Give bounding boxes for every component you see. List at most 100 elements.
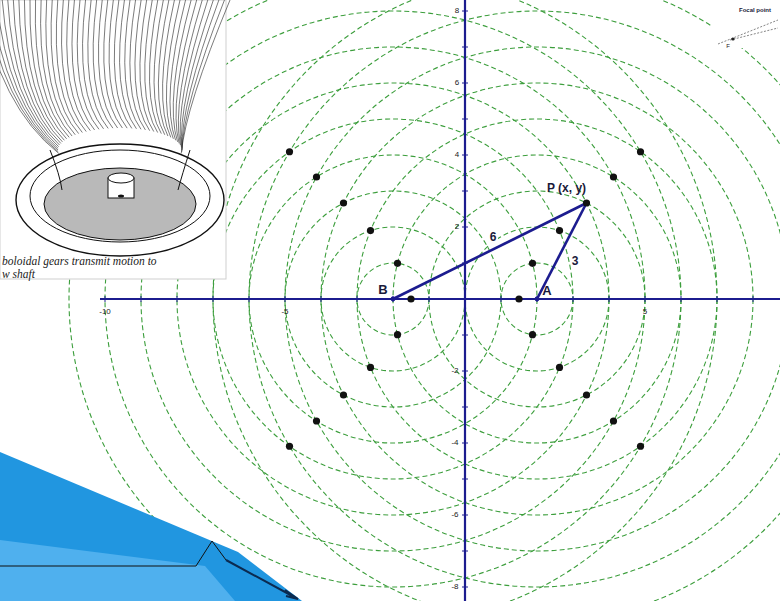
axis-tick [357,296,358,302]
hyperbola-point [286,148,293,155]
drawing-part [135,0,150,131]
distance-segment [393,203,587,299]
point-label: A [542,284,551,298]
drawing-part [46,0,75,135]
hyperbola-point [286,443,293,450]
drawing-part [182,0,219,150]
drawing-part [62,0,87,132]
axis-tick [462,551,468,552]
axis-tick [462,119,468,120]
axis-tick [645,296,646,302]
axis-tick [285,296,286,302]
axis-tick [429,296,430,302]
distance-label: 3 [572,255,579,268]
axis-number: 5 [643,308,647,317]
shaft-hub [108,173,134,183]
hyperbola-point [394,260,401,267]
inset-caption: boloidal gears transmit motion to w shaf… [2,255,161,280]
axis-tick [462,11,468,12]
hyperbola-point [556,227,563,234]
axis-tick [462,299,468,300]
hyperbola-point [637,443,644,450]
axis-number: 6 [455,79,459,88]
axis-tick [462,191,468,192]
axis-tick [249,296,250,302]
panel-arrow [226,560,298,599]
axis-number: 4 [455,151,459,160]
drawing-part [130,0,146,130]
axis-tick [462,335,468,336]
axis-tick [462,443,468,444]
hyperbola-point [583,199,590,206]
axis-tick [462,479,468,480]
drawing-part [109,0,127,128]
focal-label: Focal point [739,7,771,14]
hyperbola-point [313,417,320,424]
axis-tick [462,155,468,156]
hyperbola-point [367,364,374,371]
axis-tick [462,587,468,588]
drawing-part [163,0,175,137]
axis-tick [321,296,322,302]
axis-tick [681,296,682,302]
drawing-part [2,0,58,147]
axis-tick [717,296,718,302]
hyperbola-point [394,331,401,338]
drawing-part [120,0,137,129]
x-axis [100,298,780,300]
focus-point [391,297,396,302]
hyperbola-point [515,295,522,302]
drawing-part [182,0,225,152]
hyperbola-point [610,173,617,180]
focus-point [535,297,540,302]
axis-tick [213,296,214,302]
drawing-part [93,0,113,128]
drawing-part [180,0,208,147]
axis-tick [462,407,468,408]
axis-number: -4 [451,439,458,448]
hyperbola-point [556,364,563,371]
hyperbola-point [340,391,347,398]
axis-tick [753,296,754,302]
distance-segment [537,203,587,299]
axis-tick [609,296,610,302]
axis-number: 2 [455,223,459,232]
drawing-part [114,0,132,128]
shaft-hole [118,195,124,198]
drawing-part [98,0,117,128]
axis-number: -8 [451,583,458,592]
inset-frame [0,0,226,279]
hyperbola-point [637,148,644,155]
hyperbola-point [313,173,320,180]
drawing-part [176,0,197,143]
drawing-part [181,0,230,153]
gear-dish [44,168,196,240]
axis-number: -6 [451,511,458,520]
hyperbola-point [529,260,536,267]
drawing-part [154,0,165,135]
axis-tick [462,371,468,372]
axis-number: -5 [281,308,288,317]
drawing-part [145,0,158,133]
gear-rim [16,144,224,256]
axis-number: -10 [99,308,111,317]
blue-panel [0,540,235,601]
axis-number: -2 [451,367,458,376]
axis-tick [141,296,142,302]
dashed-circle [69,0,717,601]
axis-tick [462,515,468,516]
dashed-circle [213,0,780,601]
axis-tick [462,47,468,48]
panel-line [0,541,226,566]
hyperbola-point [367,227,374,234]
focal-ray [730,28,778,40]
point-label: B [378,283,387,297]
drawing-part [83,0,104,129]
gear-teeth-lines [0,0,230,153]
distance-label: 6 [488,231,499,244]
hyperbola-point [407,295,414,302]
drawing-part [88,0,108,128]
hyperbola-point [529,331,536,338]
